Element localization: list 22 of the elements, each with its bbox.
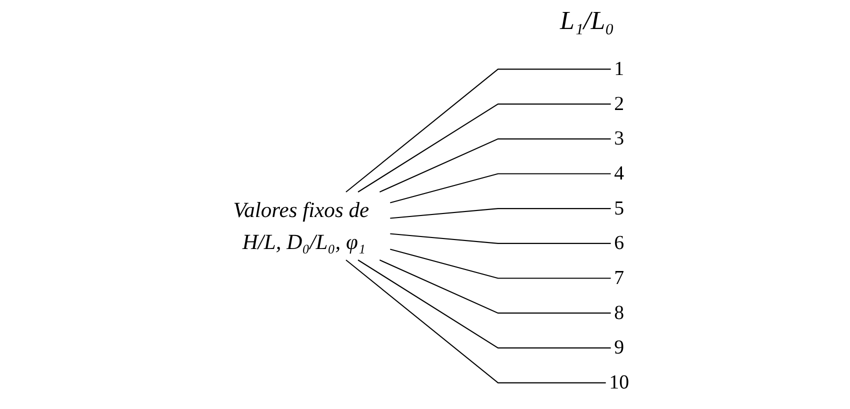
node-text: Valores fixos de H/L, D₀/L₀, φ₁	[233, 198, 370, 254]
node-text: 5	[614, 198, 624, 220]
node-text: 1	[614, 58, 624, 80]
node-text: 2	[614, 93, 624, 115]
node-text: 3	[614, 128, 624, 150]
connector	[358, 260, 611, 348]
node-text: 4	[614, 162, 624, 185]
connector	[390, 248, 611, 279]
connector	[390, 208, 611, 219]
axis-heading: L₁/L₀	[560, 6, 614, 35]
connector	[358, 104, 611, 192]
connector	[390, 233, 611, 244]
node-text: 6	[614, 232, 624, 254]
connector	[346, 260, 606, 384]
node-text: 8	[614, 302, 624, 324]
connector	[390, 173, 611, 204]
connector	[346, 68, 611, 192]
node-text: 10	[609, 372, 630, 394]
node-text: 7	[614, 267, 624, 290]
connector	[379, 260, 611, 314]
connector	[379, 138, 611, 192]
node-text: 9	[614, 337, 624, 359]
